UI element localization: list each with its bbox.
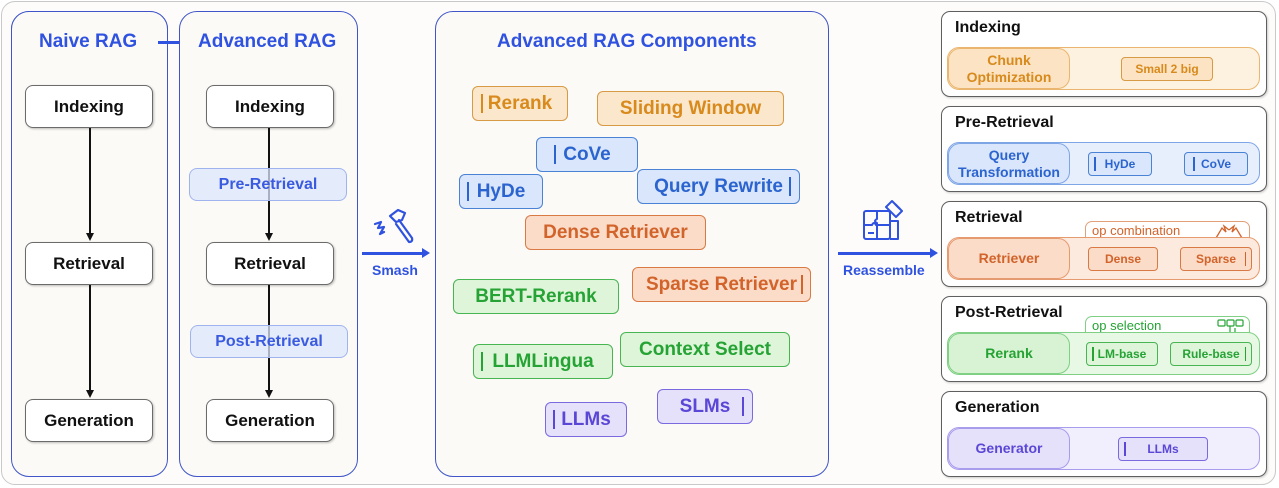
piece-dense-retriever[interactable]: Dense Retriever (525, 215, 706, 250)
module-row: Query Transformation HyDe CoVe (947, 142, 1260, 185)
module-label: Chunk Optimization (948, 48, 1070, 89)
piece-label: SLMs (679, 395, 731, 417)
module-title: Indexing (955, 19, 1021, 36)
chip-rule-base[interactable]: Rule-base (1170, 342, 1252, 366)
naive-stage-generation: Generation (25, 399, 153, 442)
piece-slms[interactable]: SLMs (657, 389, 753, 424)
piece-label: Context Select (639, 338, 771, 360)
hands-icon (1215, 224, 1243, 239)
chip-llms[interactable]: LLMs (1118, 437, 1208, 461)
advanced-arrowhead-1 (265, 233, 273, 241)
module-generation: Generation Generator LLMs (941, 391, 1267, 477)
piece-label: Dense Retriever (543, 221, 688, 243)
chip-edge (1244, 347, 1246, 361)
module-title: Retrieval (955, 209, 1023, 226)
module-post-retrieval: Post-Retrieval op selection Rerank LM-ba… (941, 296, 1267, 382)
piece-edge (554, 145, 556, 164)
chip-sparse[interactable]: Sparse (1180, 247, 1252, 271)
piece-query-rewrite[interactable]: Query Rewrite (637, 169, 800, 204)
module-label: Generator (948, 428, 1070, 469)
naive-arrowhead-2 (86, 390, 94, 398)
piece-llms[interactable]: LLMs (545, 402, 627, 437)
piece-context-select[interactable]: Context Select (620, 332, 790, 367)
piece-edge (789, 177, 791, 196)
piece-label: LLMLingua (492, 350, 594, 372)
piece-cove[interactable]: CoVe (536, 137, 638, 172)
chip-label: LLMs (1147, 442, 1179, 456)
module-label: Retriever (948, 238, 1070, 279)
naive-stage-retrieval: Retrieval (25, 242, 153, 285)
chip-hyde[interactable]: HyDe (1088, 152, 1152, 176)
advanced-sub-post-retrieval: Post-Retrieval (190, 325, 348, 358)
chip-edge (1094, 157, 1096, 171)
module-label: Query Transformation (948, 143, 1070, 184)
module-title: Post-Retrieval (955, 304, 1063, 321)
advanced-sub-pre-retrieval: Pre-Retrieval (189, 168, 347, 201)
piece-edge (742, 397, 744, 416)
reassemble-label: Reassemble (843, 262, 925, 278)
naive-stage-indexing: Indexing (25, 85, 153, 128)
chip-edge (1124, 442, 1126, 456)
piece-sparse-retriever[interactable]: Sparse Retriever (632, 267, 811, 302)
module-title: Pre-Retrieval (955, 114, 1054, 131)
advanced-stage-indexing: Indexing (206, 85, 334, 128)
chip-label: Dense (1104, 252, 1142, 266)
piece-edge (801, 275, 803, 294)
chip-edge (1092, 347, 1094, 361)
module-pre-retrieval: Pre-Retrieval Query Transformation HyDe … (941, 106, 1267, 192)
piece-edge (467, 182, 469, 201)
module-row: Generator LLMs (947, 427, 1260, 470)
puzzle-icon (863, 200, 903, 240)
piece-edge (553, 410, 555, 429)
piece-llmlingua[interactable]: LLMLingua (473, 344, 613, 379)
components-title: Advanced RAG Components (497, 31, 757, 52)
piece-label: LLMs (561, 408, 611, 430)
module-row: Retriever Dense Sparse (947, 237, 1260, 280)
piece-label: Sparse Retriever (645, 273, 798, 295)
module-retrieval: Retrieval op combination Retriever Dense… (941, 201, 1267, 287)
piece-label: Query Rewrite (654, 175, 783, 197)
piece-label: Rerank (487, 92, 553, 114)
piece-bert-rerank[interactable]: BERT-Rerank (453, 279, 619, 314)
chip-edge (1193, 157, 1195, 171)
piece-sliding-window[interactable]: Sliding Window (597, 91, 784, 126)
piece-edge (481, 94, 483, 113)
piece-label: BERT-Rerank (475, 285, 597, 307)
hammer-icon (373, 208, 414, 244)
chip-dense[interactable]: Dense (1088, 247, 1158, 271)
chip-lm-base[interactable]: LM-base (1086, 342, 1158, 366)
chip-label: Rule-base (1182, 347, 1240, 361)
smash-arrow (362, 248, 430, 258)
chip-label: HyDe (1104, 157, 1136, 171)
chip-label: LM-base (1097, 347, 1147, 361)
module-indexing: Indexing Chunk Optimization Small 2 big (941, 11, 1267, 97)
advanced-rag-title: Advanced RAG (198, 31, 337, 52)
smash-label: Smash (372, 262, 418, 278)
advanced-stage-retrieval: Retrieval (206, 242, 334, 285)
advanced-stage-generation: Generation (206, 399, 334, 442)
piece-hyde[interactable]: HyDe (459, 174, 543, 209)
naive-rag-title: Naive RAG (39, 31, 138, 52)
piece-edge (481, 352, 483, 371)
chip-label: CoVe (1200, 157, 1231, 171)
piece-label: HyDe (476, 180, 526, 202)
naive-flow-line-1 (89, 128, 91, 234)
piece-label: Sliding Window (619, 97, 762, 119)
piece-label: CoVe (563, 143, 611, 165)
piece-rerank[interactable]: Rerank (472, 86, 568, 121)
naive-flow-line-2 (89, 285, 91, 391)
reassemble-arrow (838, 248, 938, 258)
naive-arrowhead-1 (86, 233, 94, 241)
chip-label: Sparse (1195, 252, 1237, 266)
module-row: Rerank LM-base Rule-base (947, 332, 1260, 375)
advanced-arrowhead-2 (265, 390, 273, 398)
chip-edge (1244, 252, 1246, 266)
chip-small-2-big[interactable]: Small 2 big (1121, 57, 1213, 81)
module-row: Chunk Optimization Small 2 big (947, 47, 1260, 90)
chip-cove[interactable]: CoVe (1184, 152, 1248, 176)
module-label: Rerank (948, 333, 1070, 374)
module-title: Generation (955, 399, 1040, 416)
